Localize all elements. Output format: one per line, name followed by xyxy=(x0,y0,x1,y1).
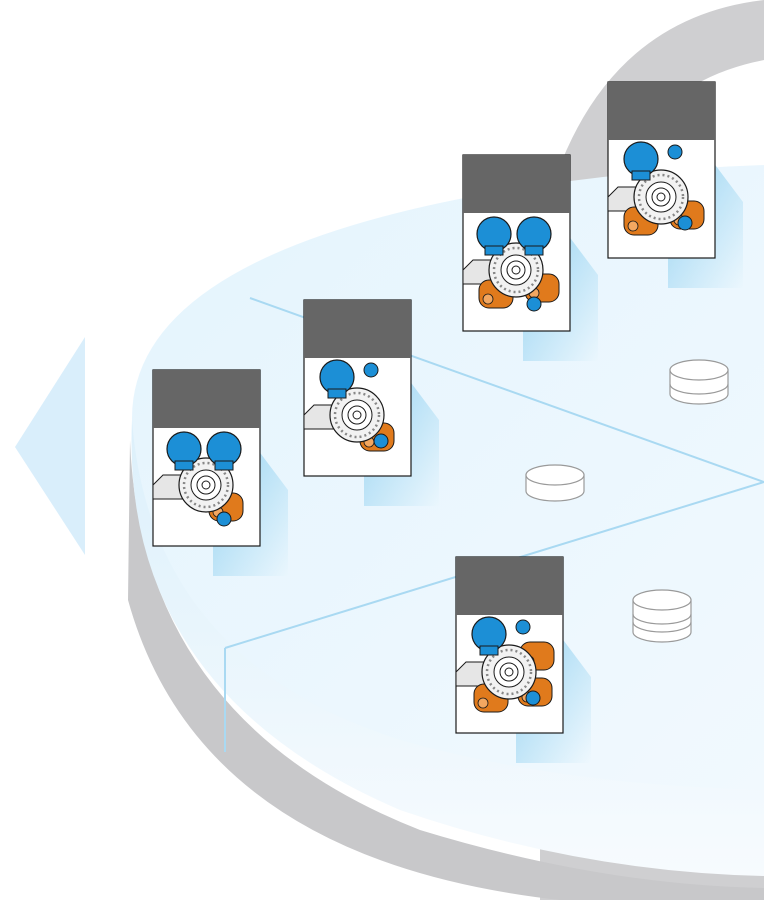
gear-teeth-icon xyxy=(333,391,381,439)
dewar-neck-icon xyxy=(631,170,651,181)
disc-layer-line xyxy=(669,383,729,395)
instrument-module-icon xyxy=(462,154,598,361)
card-header xyxy=(304,300,411,358)
disc-stack-icon xyxy=(632,589,692,643)
dewar-neck-icon xyxy=(174,460,194,471)
disc-top xyxy=(525,464,585,486)
instrument-module-icon xyxy=(152,369,288,576)
hub-core-icon xyxy=(656,192,666,202)
disc-stacks xyxy=(525,359,729,643)
blue-knob-icon xyxy=(667,144,683,160)
blue-knob-icon xyxy=(373,433,389,449)
blue-knob-icon xyxy=(525,690,541,706)
disc-top xyxy=(632,589,692,611)
gear-teeth-icon xyxy=(485,648,533,696)
instrument-module-icon xyxy=(607,81,743,288)
dewar-neck-icon xyxy=(484,245,504,256)
card-header xyxy=(463,155,570,213)
instrument-module-icon xyxy=(303,299,439,506)
hub-core-icon xyxy=(511,265,521,275)
pod-knob-icon xyxy=(477,697,489,709)
instrument-modules xyxy=(152,81,743,763)
card-header xyxy=(153,370,260,428)
blue-knob-icon xyxy=(363,362,379,378)
disc-stack-icon xyxy=(669,359,729,405)
pod-knob-icon xyxy=(627,220,639,232)
disc-stack-icon xyxy=(525,464,585,502)
disc-top xyxy=(669,359,729,381)
disc-layer-line xyxy=(632,621,692,633)
card-header xyxy=(608,82,715,140)
gear-teeth-icon xyxy=(182,461,230,509)
disc-layer-line xyxy=(632,613,692,625)
gear-teeth-icon xyxy=(637,173,685,221)
dewar-neck-icon xyxy=(214,460,234,471)
dewar-neck-icon xyxy=(524,245,544,256)
hub-core-icon xyxy=(201,480,211,490)
dewar-neck-icon xyxy=(327,388,347,399)
dewar-neck-icon xyxy=(479,645,499,656)
gear-teeth-icon xyxy=(492,246,540,294)
blue-knob-icon xyxy=(515,619,531,635)
hub-core-icon xyxy=(352,410,362,420)
platter-shadow xyxy=(128,440,764,900)
disc-body xyxy=(632,599,692,643)
blue-knob-icon xyxy=(526,296,542,312)
instrument-module-icon xyxy=(455,556,591,763)
card-header xyxy=(456,557,563,615)
left-arrow-icon xyxy=(15,337,85,555)
platter-top xyxy=(131,165,764,790)
pod-knob-icon xyxy=(482,293,494,305)
blue-knob-icon xyxy=(216,511,232,527)
hub-core-icon xyxy=(504,667,514,677)
blue-knob-icon xyxy=(677,215,693,231)
